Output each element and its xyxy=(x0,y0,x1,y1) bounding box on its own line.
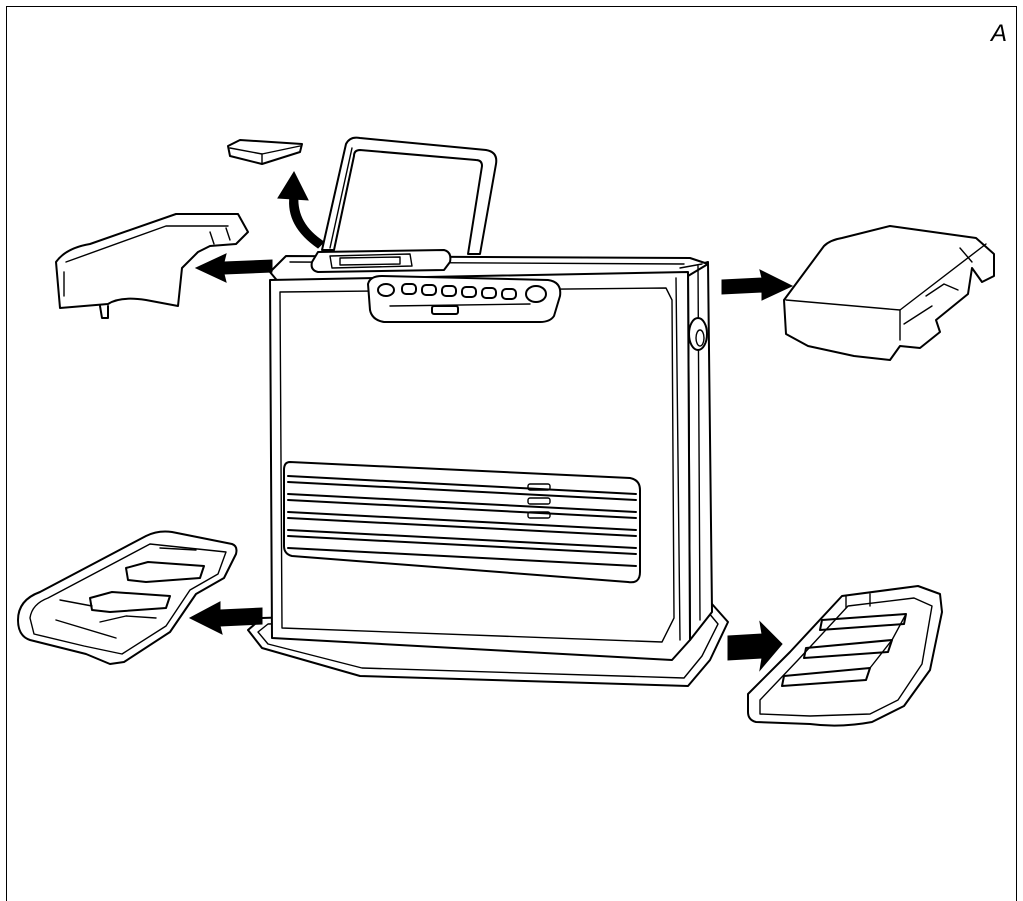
side-knob xyxy=(688,317,708,351)
tank-compartment xyxy=(310,249,452,273)
figure-frame xyxy=(6,6,1017,901)
louvre-grille xyxy=(283,461,641,584)
curved-arrow-icon xyxy=(277,170,325,249)
arrow-left-bottom-icon xyxy=(188,601,263,635)
packing-block-top-left xyxy=(55,213,249,319)
small-part xyxy=(227,139,303,165)
packing-tray-bottom-right xyxy=(747,585,943,727)
packing-block-top-right xyxy=(783,225,995,361)
tank-lid-open xyxy=(321,136,498,255)
arrow-left-top-icon xyxy=(194,253,273,283)
arrow-right-top-icon xyxy=(721,269,794,301)
arrow-right-bottom-icon xyxy=(727,620,783,672)
control-panel xyxy=(367,275,562,323)
packing-tray-bottom-left xyxy=(17,530,238,665)
figure-label: A xyxy=(990,20,1007,47)
